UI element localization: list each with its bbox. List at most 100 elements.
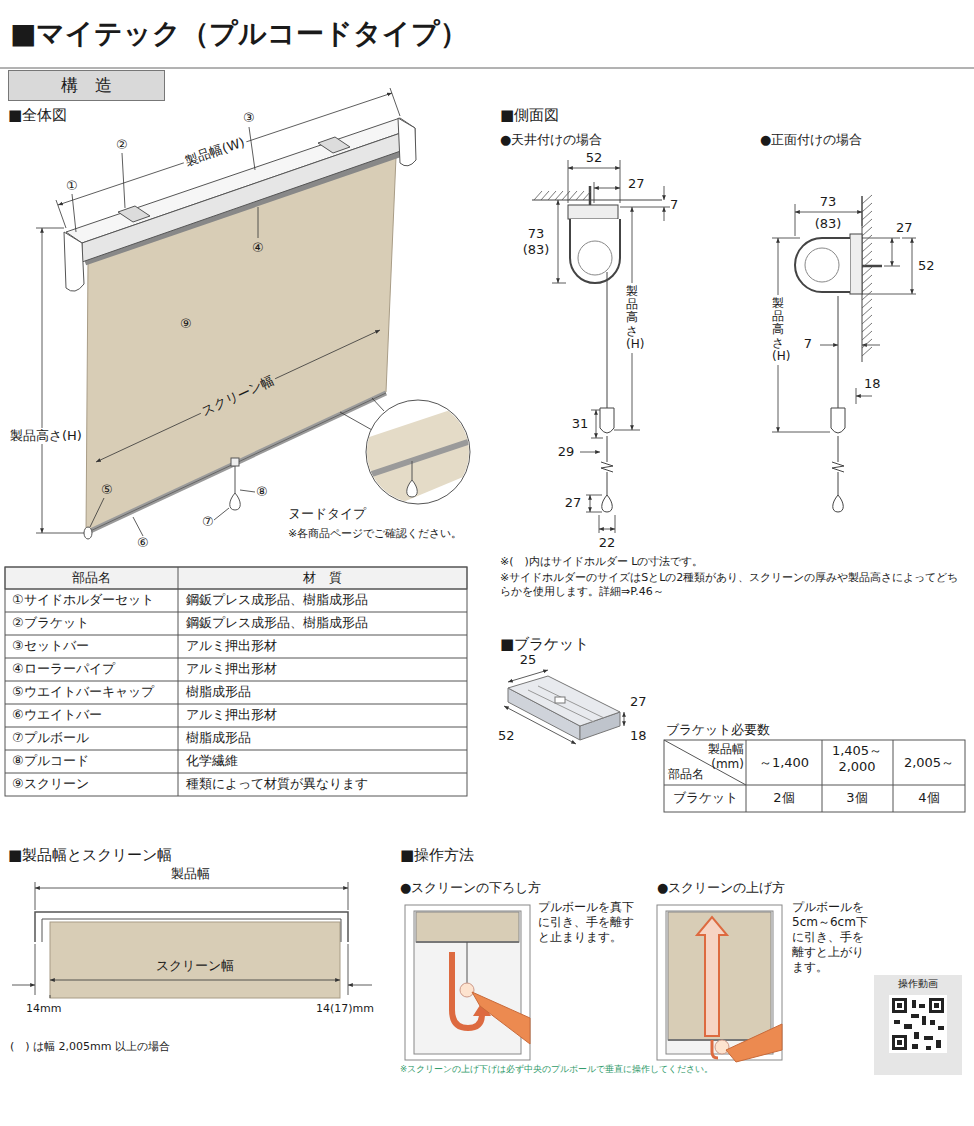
ceiling-mount-view <box>607 272 608 408</box>
qr-code <box>930 1020 935 1025</box>
dimension-label: 18 <box>630 728 647 744</box>
ceiling-mount-view <box>586 495 602 496</box>
ceiling-mount-view <box>591 438 603 439</box>
hatch <box>862 267 872 276</box>
table-cell: 2個 <box>773 790 794 806</box>
front-mount-view <box>856 396 872 397</box>
dimension-label: 製品高さ(H) <box>771 295 785 365</box>
hatch <box>862 299 872 308</box>
qr-code <box>938 1026 944 1030</box>
ceiling-mount-view <box>601 462 613 472</box>
ceiling-mount-view <box>664 207 665 221</box>
table-header: 材 質 <box>303 570 342 586</box>
raising-illustration <box>715 1040 729 1054</box>
note-text: ※サイドホルダーのサイズはSとLの2種類があり、スクリーンの厚みや製品高さによっ… <box>500 571 965 599</box>
callout-number: ① <box>66 178 78 194</box>
qr-code <box>912 1000 916 1008</box>
dimension-label: 7 <box>804 336 812 352</box>
table-cell: 化学繊維 <box>186 753 238 769</box>
bracket-count-table <box>664 785 965 786</box>
qr-code <box>926 1046 931 1050</box>
bracket-illustration <box>538 686 604 718</box>
parts-table <box>5 612 467 613</box>
note-text: ※スクリーンの上げ下げは必ず中央のプルボールで垂直に操作してください。 <box>400 1064 713 1075</box>
table-cell: アルミ押出形材 <box>186 707 277 723</box>
section-heading: ■全体図 <box>8 106 67 125</box>
raising-illustration <box>666 911 773 1054</box>
hatch <box>862 211 872 220</box>
dimension-label: (83) <box>523 242 550 258</box>
lowering-illustration <box>460 983 474 997</box>
qr-code <box>914 1032 919 1039</box>
lowering-illustration <box>416 912 519 942</box>
bracket-count-table <box>664 740 746 785</box>
blind-illustration <box>398 118 416 166</box>
hatch <box>862 275 872 284</box>
callout-number: ③ <box>243 110 255 126</box>
dimension-label: 27 <box>628 176 645 192</box>
bracket-illustration <box>504 670 624 744</box>
ceiling-mount-view <box>607 436 608 462</box>
table-cell: ②ブラケット <box>12 615 89 631</box>
blind-illustration <box>36 88 400 536</box>
blind-illustration <box>360 400 480 520</box>
blind-illustration <box>82 128 415 262</box>
blind-illustration <box>84 527 92 539</box>
callout-number: ⑦ <box>202 514 214 530</box>
hatch <box>862 259 872 268</box>
front-mount-view <box>902 238 916 239</box>
subheading: ●天井付けの場合 <box>500 132 602 148</box>
section-heading: ■製品幅とスクリーン幅 <box>8 846 172 865</box>
dimension-label: 製品高さ(H) <box>8 428 84 444</box>
parts-table <box>5 727 467 728</box>
blind-illustration <box>407 480 418 497</box>
raising-illustration <box>697 917 727 1036</box>
front-mount-view <box>912 238 913 294</box>
hatch <box>862 323 872 332</box>
note-text: ※各商品ページでご確認ください。 <box>288 527 462 541</box>
table-cell: 3個 <box>846 790 867 806</box>
parts-table <box>5 567 467 589</box>
parts-table <box>5 681 467 682</box>
qr-code <box>874 975 962 1075</box>
qr-code <box>895 1038 904 1047</box>
table-header: 2,005～ <box>904 755 954 771</box>
blind-illustration <box>42 228 43 533</box>
dimension-label: 製品幅(W) <box>181 134 249 170</box>
ceiling-mount-view <box>552 283 566 284</box>
dimension-label: 22 <box>599 535 616 551</box>
qr-code <box>904 1024 912 1029</box>
table-cell: ⑥ウエイトバー <box>12 707 102 723</box>
callout-number: ② <box>116 137 128 153</box>
blind-illustration <box>90 498 104 527</box>
qr-code <box>892 998 907 1013</box>
hatch <box>569 191 577 200</box>
lowering-illustration <box>405 905 530 1060</box>
bracket-illustration <box>624 712 625 726</box>
dimension-label: (83) <box>815 216 842 232</box>
qr-code <box>892 1035 907 1050</box>
qr-code <box>897 1003 902 1008</box>
front-mount-view <box>820 345 838 346</box>
qr-code <box>889 995 947 1053</box>
ceiling-mount-view <box>532 200 662 201</box>
subheading: ●スクリーンの上げ方 <box>657 880 785 896</box>
parts-table <box>5 635 467 636</box>
width-diagram <box>35 944 36 995</box>
ceiling-mount-view <box>570 219 620 283</box>
qr-code <box>894 1020 900 1024</box>
blind-illustration <box>85 152 405 262</box>
note-text: ( ) は幅 2,005mm 以上の場合 <box>10 1040 170 1054</box>
hatch <box>862 219 872 228</box>
table-cell: ④ローラーパイプ <box>12 661 115 677</box>
qr-code <box>895 1001 904 1010</box>
bracket-illustration <box>504 706 576 744</box>
ceiling-mount-view <box>615 515 616 533</box>
width-diagram <box>50 995 51 998</box>
bracket-illustration <box>508 670 548 682</box>
lowering-illustration <box>452 952 482 1028</box>
node-text: 操作動画 <box>898 978 938 990</box>
dimension-label: 73 <box>820 194 837 210</box>
width-diagram <box>348 944 349 995</box>
